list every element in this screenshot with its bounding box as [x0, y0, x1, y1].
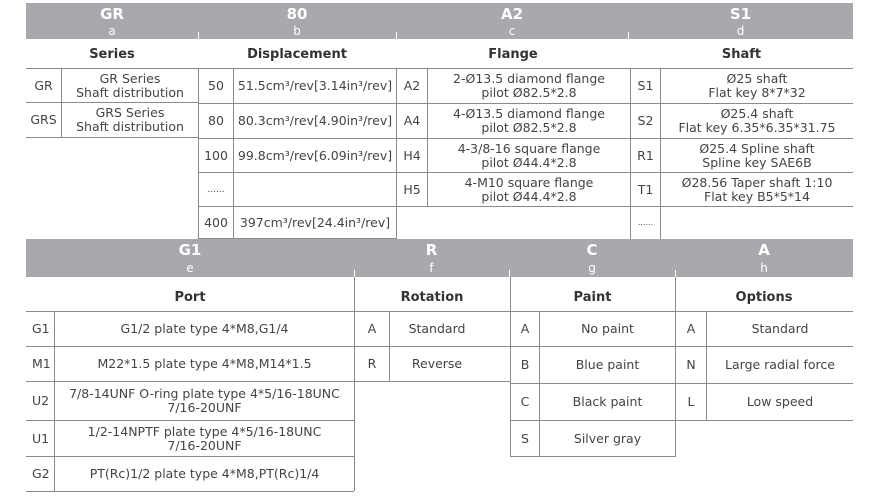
options-desc: Large radial force [725, 357, 835, 372]
flange-desc: 4-3/8-16 square flange pilot Ø44.4*2.8 [457, 140, 601, 170]
code-b: 80 [286, 5, 308, 23]
paint-code: A [520, 321, 530, 336]
port-code: U1 [32, 430, 50, 446]
letter-e: e [186, 261, 194, 275]
shaft-code: T1 [637, 181, 654, 197]
bar-tick [396, 32, 397, 39]
letter-d: d [736, 24, 745, 38]
paint-code: C [520, 394, 530, 409]
flange-desc: 2-Ø13.5 diamond flange pilot Ø82.5*2.8 [453, 71, 605, 100]
header-displacement: Displacement [247, 47, 347, 62]
options-desc: Low speed [746, 394, 814, 409]
disp-desc: 397cm³/rev[24.4in³/rev] [239, 214, 391, 230]
top-code-bar: GR a 80 b A2 c S1 d [26, 3, 853, 39]
header-port: Port [174, 290, 206, 305]
letter-h: h [760, 261, 768, 275]
options-code: N [686, 357, 696, 372]
disp-code: 80 [208, 113, 224, 128]
header-flange: Flange [488, 47, 538, 62]
code-f: R [425, 241, 438, 259]
port-desc: 7/8-14UNF O-ring plate type 4*5/16-18UNC… [69, 386, 340, 415]
shaft-desc [661, 207, 853, 238]
bar-tick [509, 270, 510, 277]
bar-tick [628, 32, 629, 39]
letter-c: c [508, 24, 516, 38]
disp-desc: 80.3cm³/rev[4.90in³/rev] [237, 113, 393, 128]
paint-desc: Black paint [572, 394, 643, 409]
shaft-desc: Ø28.56 Taper shaft 1:10 Flat key B5*5*14 [681, 174, 833, 204]
options-desc: Standard [751, 321, 809, 336]
rotation-desc: Reverse [411, 356, 463, 371]
header-series: Series [89, 47, 135, 62]
disp-code: 50 [208, 78, 224, 93]
shaft-desc: Ø25.4 Spline shaft Spline key SAE6B [699, 140, 815, 170]
series-code: GR [34, 77, 53, 93]
port-desc: M22*1.5 plate type 4*M8,M14*1.5 [97, 356, 312, 371]
code-d: S1 [729, 5, 752, 23]
header-paint: Paint [573, 290, 612, 305]
letter-b: b [293, 24, 301, 38]
rotation-desc: Standard [408, 321, 466, 336]
port-code: G2 [32, 466, 50, 481]
letter-g: g [588, 261, 596, 275]
paint-desc: Blue paint [575, 357, 640, 372]
disp-desc: 99.8cm³/rev[6.09in³/rev] [237, 147, 393, 163]
shaft-code: S2 [637, 113, 654, 128]
port-code: M1 [32, 356, 51, 371]
shaft-desc: Ø25.4 shaft Flat key 6.35*6.35*31.75 [678, 106, 836, 135]
rotation-code: R [367, 356, 377, 371]
options-code: L [687, 394, 695, 409]
header-shaft: Shaft [721, 47, 762, 62]
bottom-code-bar: G1 e R f C g A h [26, 239, 853, 277]
code-c: A2 [500, 5, 524, 23]
port-desc: PT(Rc)1/2 plate type 4*M8,PT(Rc)1/4 [89, 466, 320, 481]
letter-f: f [429, 261, 434, 275]
shaft-code: ...... [637, 217, 654, 227]
port-code: U2 [32, 393, 50, 408]
disp-desc: 51.5cm³/rev[3.14in³/rev] [237, 78, 393, 93]
series-code: GRS [30, 112, 57, 127]
series-desc: GR Series Shaft distribution [76, 70, 184, 100]
header-options: Options [735, 290, 793, 305]
bar-tick [675, 270, 676, 277]
code-h: A [758, 241, 770, 259]
port-desc: G1/2 plate type 4*M8,G1/4 [120, 321, 289, 336]
flange-desc: 4-Ø13.5 diamond flange pilot Ø82.5*2.8 [453, 106, 605, 135]
code-g: C [586, 241, 598, 259]
shaft-code: R1 [637, 147, 654, 163]
paint-desc: Silver gray [573, 430, 642, 446]
code-e: G1 [178, 241, 202, 259]
flange-code: H5 [403, 181, 421, 197]
shaft-desc: Ø25 shaft Flat key 8*7*32 [708, 71, 806, 100]
shaft-code: S1 [637, 78, 654, 93]
letter-a: a [108, 24, 116, 38]
disp-desc [234, 173, 396, 206]
header-rotation: Rotation [400, 290, 464, 305]
disp-code: 100 [204, 147, 228, 163]
rotation-code: A [367, 321, 377, 336]
bar-tick [198, 32, 199, 39]
paint-code: B [520, 357, 530, 372]
flange-code: A4 [403, 113, 421, 128]
flange-desc: 4-M10 square flange pilot Ø44.4*2.8 [464, 174, 594, 204]
paint-desc: No paint [581, 321, 634, 336]
options-code: A [686, 321, 696, 336]
port-desc: 1/2-14NPTF plate type 4*5/16-18UNC 7/16-… [87, 423, 322, 453]
flange-code: A2 [403, 78, 421, 93]
paint-code: S [521, 430, 529, 446]
code-a: GR [100, 5, 124, 23]
flange-code: H4 [403, 147, 421, 163]
port-code: G1 [32, 321, 50, 336]
series-desc: GRS Series Shaft distribution [76, 105, 184, 134]
bar-tick [354, 270, 355, 277]
disp-code: ...... [207, 184, 225, 195]
disp-code: 400 [204, 214, 228, 230]
